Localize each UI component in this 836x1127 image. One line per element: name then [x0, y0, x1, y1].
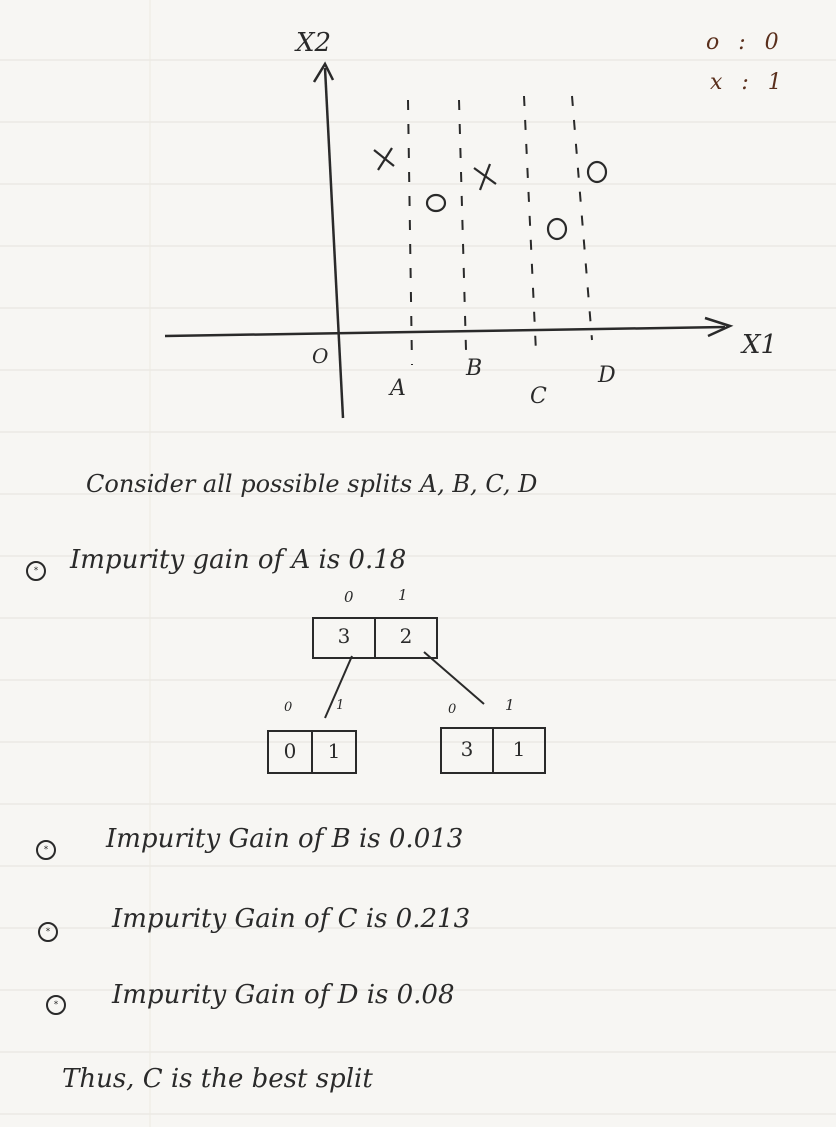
legend-o: o : 0	[706, 30, 785, 55]
split-label-c: C	[530, 384, 547, 409]
bullet-icon: *	[26, 561, 46, 581]
y-axis	[323, 67, 345, 419]
right-count-1: 1	[512, 737, 526, 761]
x-axis	[164, 325, 726, 338]
bullet-icon: *	[36, 840, 56, 860]
root-count-1: 2	[399, 624, 413, 648]
split-line-a	[407, 99, 413, 366]
tree-right-node: 3 1	[440, 727, 546, 774]
impurity-gain-d-text: Impurity Gain of D is 0.08	[112, 980, 455, 1010]
y-axis-label: X2	[296, 28, 332, 58]
legend-x: x : 1	[710, 70, 788, 95]
point-o-2	[586, 160, 608, 184]
x-axis-arrow	[704, 316, 734, 338]
bullet-icon: *	[46, 995, 66, 1015]
point-o-3	[546, 217, 568, 241]
point-x-2	[473, 163, 497, 191]
left-count-0: 0	[269, 732, 313, 772]
x-axis-label: X1	[742, 330, 778, 360]
bullet-icon: *	[38, 922, 58, 942]
point-x-1	[373, 147, 395, 171]
point-o-1	[425, 193, 447, 213]
split-line-c	[523, 95, 537, 353]
root-header-1: 1	[398, 586, 408, 604]
conclusion-text: Thus, C is the best split	[62, 1064, 373, 1094]
right-count-0: 3	[442, 729, 494, 772]
tree-root-node: 3 2	[312, 617, 438, 659]
y-axis-arrow	[312, 61, 335, 83]
split-line-b	[458, 99, 467, 351]
impurity-gain-c-text: Impurity Gain of C is 0.213	[112, 904, 471, 934]
split-line-d	[571, 95, 593, 341]
origin-label: O	[312, 344, 329, 368]
right-header-1: 1	[505, 696, 515, 714]
impurity-gain-a-text: Impurity gain of A is 0.18	[70, 545, 407, 575]
split-label-a: A	[390, 376, 406, 401]
left-header-0: 0	[284, 700, 293, 715]
split-label-d: D	[598, 363, 616, 388]
split-label-b: B	[466, 356, 483, 381]
right-header-0: 0	[448, 702, 457, 717]
left-count-1: 1	[327, 739, 341, 763]
root-header-0: 0	[344, 588, 354, 606]
tree-left-node: 0 1	[267, 730, 357, 774]
left-header-1: 1	[336, 698, 345, 713]
impurity-gain-b-text: Impurity Gain of B is 0.013	[106, 824, 464, 854]
root-count-0: 3	[314, 619, 376, 657]
consider-splits-text: Consider all possible splits A, B, C, D	[86, 470, 538, 498]
